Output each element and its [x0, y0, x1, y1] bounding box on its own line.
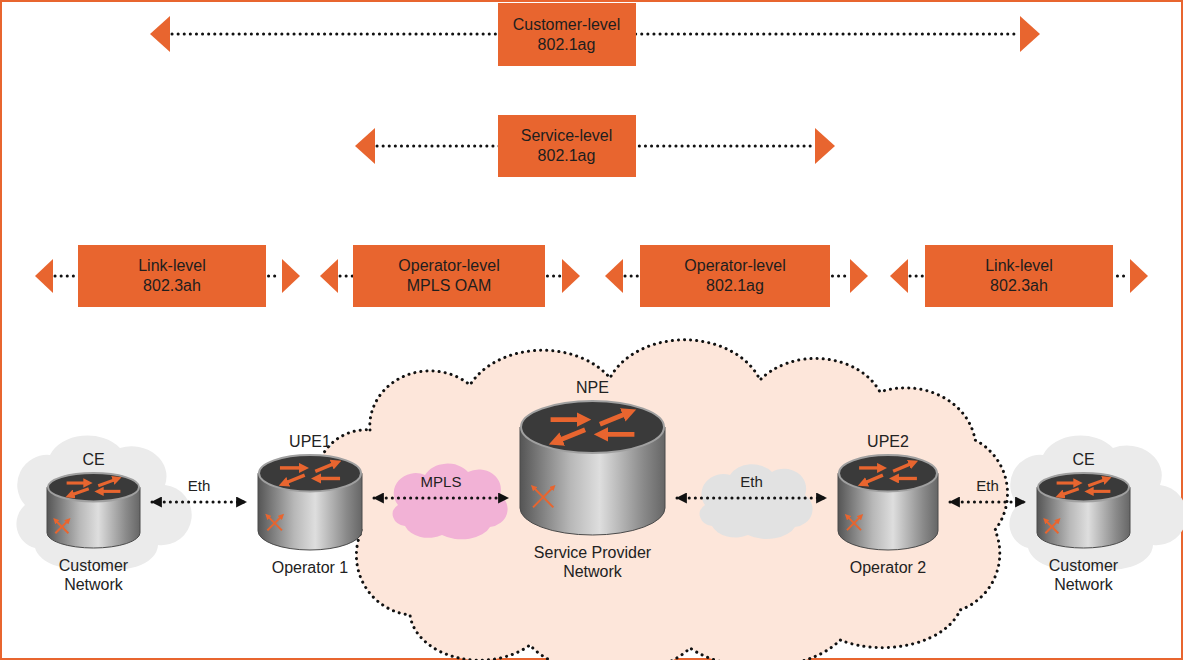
router-arrow	[600, 412, 630, 424]
router-arrow	[99, 490, 120, 493]
router-arrow	[601, 432, 634, 437]
router-icon	[1045, 520, 1058, 533]
oam-scope-band: Link-level 802.3ah	[78, 245, 266, 307]
router-icon	[267, 516, 282, 531]
network-label: Service Provider Network	[508, 543, 678, 581]
device-name: CE	[1072, 450, 1094, 469]
router-top	[521, 401, 664, 453]
router-arrow	[863, 475, 883, 484]
router-icon	[847, 516, 861, 530]
router-arrow	[556, 430, 586, 442]
customer-cloud	[1009, 435, 1183, 569]
oam-scope-band: Operator-level 802.1ag	[640, 245, 830, 307]
ethernet-cloud	[700, 464, 813, 539]
router-arrow	[70, 489, 89, 496]
scope-arrowhead	[815, 128, 835, 164]
scope-label: Link-level 802.3ah	[957, 256, 1081, 296]
router-node: CECustomer Network	[1037, 472, 1130, 548]
network-label: Operator 2	[828, 558, 948, 577]
link-label: Eth	[186, 477, 213, 495]
scope-arrowhead	[850, 259, 868, 293]
router-top	[259, 455, 361, 491]
router-arrow	[894, 477, 917, 480]
link-label: MPLS	[419, 473, 464, 491]
router-shape	[838, 454, 938, 550]
router-arrow	[316, 477, 340, 480]
network-label: Customer Network	[1024, 556, 1144, 594]
network-label: Customer Network	[34, 556, 154, 594]
scope-arrowhead	[562, 259, 580, 293]
scope-arrowhead	[1130, 259, 1148, 293]
link-connector	[677, 497, 826, 500]
provider-cloud	[316, 340, 1008, 660]
router-icon	[55, 520, 68, 533]
oam-scope-band: Link-level 802.3ah	[925, 245, 1113, 307]
scope-arrowhead	[320, 259, 338, 293]
device-name: CE	[82, 450, 104, 469]
router-arrow	[283, 475, 304, 484]
router-shape	[520, 400, 665, 535]
router-arrow	[1089, 490, 1110, 493]
router-arrow	[280, 466, 304, 469]
router-shape	[47, 472, 140, 548]
oam-scope-band: Operator-level MPLS OAM	[353, 245, 545, 307]
scope-arrowhead	[355, 128, 375, 164]
scope-arrowhead	[150, 16, 170, 52]
router-shape	[1037, 472, 1130, 548]
router-icon	[55, 520, 68, 533]
link-connector	[374, 497, 508, 500]
scope-arrowhead	[282, 259, 300, 293]
router-top	[839, 455, 937, 491]
oam-scope-band: Customer-level 802.1ag	[498, 3, 636, 66]
router-node: CECustomer Network	[47, 472, 140, 548]
device-name: UPE1	[289, 432, 331, 451]
router-icon	[847, 516, 861, 530]
scope-arrowhead	[35, 259, 53, 293]
router-arrow	[67, 481, 88, 484]
router-shape	[258, 454, 362, 550]
scope-label: Service-level 802.1ag	[505, 126, 629, 166]
device-name: UPE2	[867, 432, 909, 451]
scope-label: Link-level 802.3ah	[110, 256, 234, 296]
router-arrow	[859, 466, 882, 469]
router-icon	[533, 487, 553, 507]
scope-bracket-lines	[55, 34, 1128, 276]
router-icon	[1045, 520, 1058, 533]
router-top	[1038, 473, 1129, 501]
router-arrow	[98, 479, 117, 486]
link-connector	[950, 501, 1025, 504]
scope-arrowhead	[890, 259, 908, 293]
router-arrow	[551, 417, 584, 422]
router-icon	[533, 487, 553, 507]
oam-scope-band: Service-level 802.1ag	[498, 115, 636, 177]
router-node: UPE1Operator 1	[258, 454, 362, 550]
link-connector	[152, 501, 246, 504]
router-node: NPEService Provider Network	[520, 400, 665, 535]
scope-arrowhead	[605, 259, 623, 293]
router-arrow	[1088, 479, 1107, 486]
scope-arrowhead	[1020, 16, 1040, 52]
router-node: UPE2Operator 2	[838, 454, 938, 550]
router-top	[48, 473, 139, 501]
router-arrow	[893, 463, 913, 472]
link-label: Eth	[974, 477, 1001, 495]
scope-label: Operator-level MPLS OAM	[387, 256, 511, 296]
router-arrow	[315, 463, 336, 472]
device-name: NPE	[576, 378, 609, 397]
mpls-cloud	[393, 464, 508, 540]
scope-label: Customer-level 802.1ag	[505, 15, 629, 55]
router-arrow	[1057, 481, 1078, 484]
link-label: Eth	[738, 473, 765, 491]
router-arrow	[1060, 489, 1079, 496]
network-label: Operator 1	[250, 558, 370, 577]
router-icon	[267, 516, 282, 531]
scope-label: Operator-level 802.1ag	[673, 256, 797, 296]
